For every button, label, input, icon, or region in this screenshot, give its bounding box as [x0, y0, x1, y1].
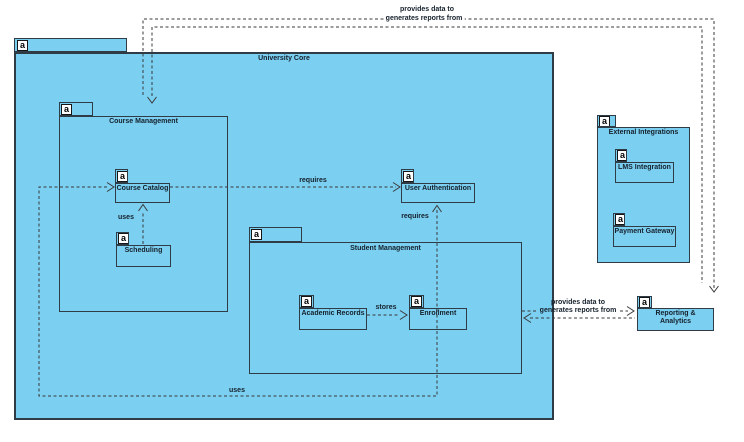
component-reporting-analytics-tab[interactable]: a — [637, 296, 652, 308]
component-course-catalog-label: Course Catalog — [116, 185, 169, 192]
component-course-catalog-tab[interactable]: a — [115, 169, 128, 183]
package-tab-icon: a — [599, 116, 610, 126]
edge-label-generates-right: generates reports from — [539, 307, 617, 314]
component-scheduling-label: Scheduling — [124, 247, 163, 254]
package-university-core-title: University Core — [258, 55, 310, 62]
component-enrollment-label: Enrollment — [419, 310, 457, 317]
component-academic-records-label: Academic Records — [301, 310, 365, 317]
package-tab-icon: a — [639, 297, 650, 307]
component-lms-integration-label: LMS Integration — [618, 164, 671, 171]
component-payment-gateway-label: Payment Gateway — [614, 228, 675, 235]
package-external-integrations-title: External Integrations — [608, 129, 679, 136]
edge-label-requires-vertical: requires — [401, 213, 429, 220]
package-tab-icon: a — [61, 103, 72, 115]
package-tab-icon: a — [17, 39, 28, 51]
component-reporting-analytics-label: Reporting & Analytics — [655, 310, 696, 325]
package-external-integrations-tab[interactable]: a — [597, 115, 616, 127]
package-student-management-title: Student Management — [350, 245, 421, 252]
arrowhead-right-icon — [626, 306, 635, 316]
package-course-management[interactable] — [59, 116, 228, 312]
edge-label-provides-right: provides data to — [550, 299, 606, 306]
component-user-authentication-label: User Authentication — [404, 185, 472, 192]
package-course-management-title: Course Management — [109, 118, 178, 125]
component-reporting-analytics[interactable] — [637, 308, 714, 331]
component-lms-integration-tab[interactable]: a — [615, 149, 627, 162]
arrowhead-down-icon — [709, 285, 719, 293]
edge-label-uses-bottom: uses — [229, 387, 245, 394]
component-user-authentication-tab[interactable]: a — [401, 169, 414, 183]
package-tab-icon: a — [617, 150, 626, 161]
component-enrollment-tab[interactable]: a — [409, 295, 424, 308]
edge-label-requires-horizontal: requires — [299, 177, 327, 184]
package-tab-icon: a — [615, 214, 624, 225]
component-payment-gateway-tab[interactable]: a — [613, 213, 625, 226]
package-tab-icon: a — [301, 296, 312, 307]
component-academic-records-tab[interactable]: a — [299, 295, 314, 308]
edge-label-provides-top: provides data to — [397, 6, 457, 14]
edge-label-generates-top: generates reports from — [383, 15, 465, 23]
package-tab-icon: a — [411, 296, 422, 307]
package-university-core-tab[interactable]: a — [14, 38, 127, 52]
package-course-management-tab[interactable]: a — [59, 102, 93, 116]
edge-label-stores: stores — [375, 304, 397, 311]
package-tab-icon: a — [118, 233, 128, 244]
package-tab-icon: a — [403, 170, 413, 182]
component-scheduling-tab[interactable]: a — [116, 232, 129, 245]
package-tab-icon: a — [117, 170, 127, 182]
package-tab-icon: a — [251, 229, 262, 240]
package-student-management-tab[interactable]: a — [249, 227, 302, 242]
edge-label-uses-scheduling: uses — [118, 214, 134, 221]
